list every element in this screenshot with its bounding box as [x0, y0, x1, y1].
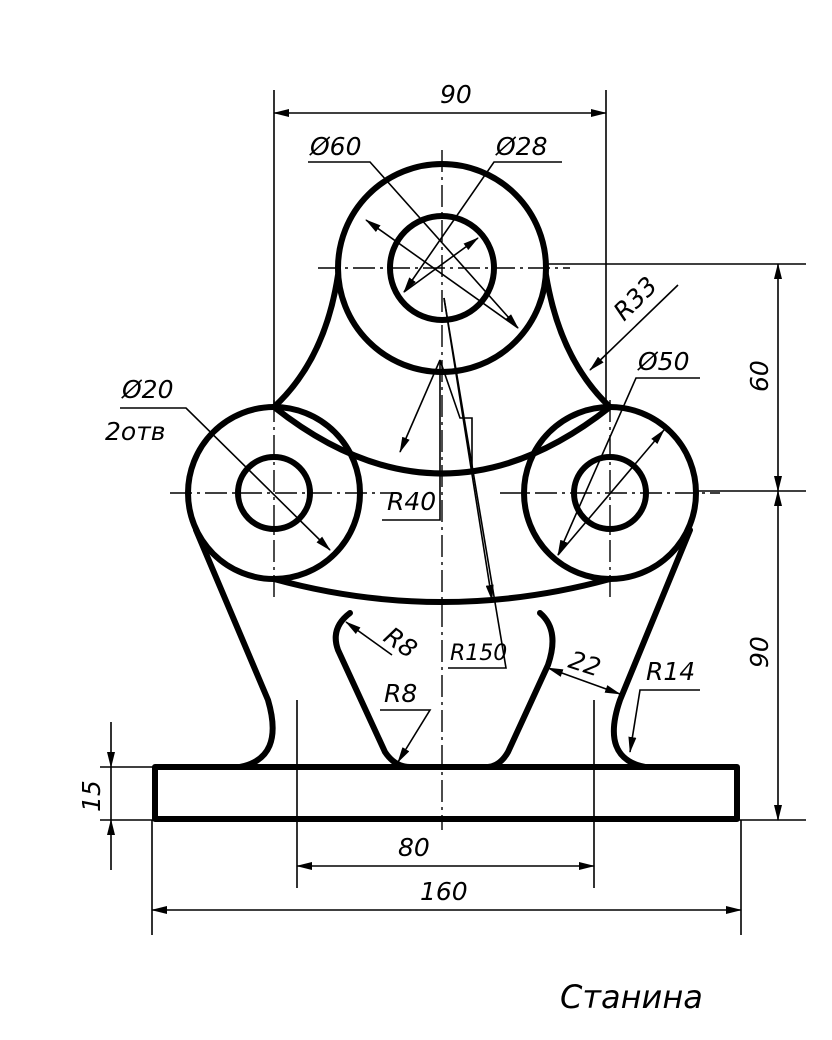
extension-lines: [100, 90, 806, 935]
dim-base-width: 160: [420, 877, 468, 906]
dim-r14: R14: [646, 657, 695, 686]
dim-d50: Ø50: [637, 347, 690, 376]
dim-height-90: 90: [745, 636, 774, 668]
dim-height-60: 60: [745, 360, 774, 392]
dim-inner-width: 80: [398, 833, 430, 862]
part-outline: [152, 161, 740, 822]
dim-top-width: 90: [440, 80, 472, 109]
dimension-labels: 90 Ø60 Ø28 R33 60 Ø50 Ø20 2отв R40 R150 …: [77, 80, 774, 906]
dim-r33: R33: [608, 271, 663, 326]
dim-r8-lower: R8: [384, 679, 417, 708]
dim-r40: R40: [387, 487, 436, 516]
dim-d28: Ø28: [495, 132, 548, 161]
dim-d20: Ø20: [121, 375, 174, 404]
dim-r8-upper: R8: [379, 621, 423, 664]
dimension-lines: [107, 109, 782, 914]
drawing-title: Станина: [560, 978, 703, 1016]
dim-d60: Ø60: [309, 132, 362, 161]
dim-holes-count: 2отв: [105, 417, 166, 446]
dim-base-height: 15: [77, 780, 106, 812]
dim-r150: R150: [450, 641, 507, 666]
center-lines: [170, 150, 720, 830]
